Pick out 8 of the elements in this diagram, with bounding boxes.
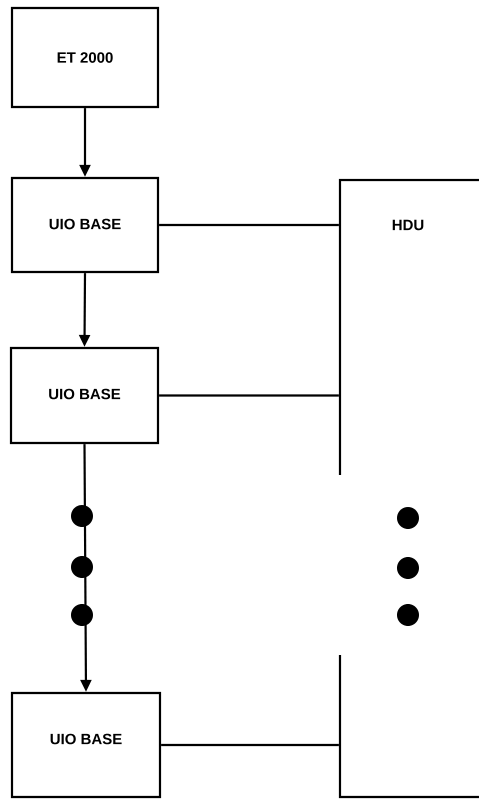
block-box: UIO BASE: [10, 692, 162, 798]
block-box: UIO BASE: [10, 346, 160, 444]
connector: [161, 744, 339, 746]
block-box: UIO BASE: [10, 176, 160, 274]
connector: [159, 394, 339, 397]
unit-box: HDU: [338, 178, 479, 798]
connector: [159, 224, 339, 226]
block-box: ET 2000: [10, 6, 160, 108]
